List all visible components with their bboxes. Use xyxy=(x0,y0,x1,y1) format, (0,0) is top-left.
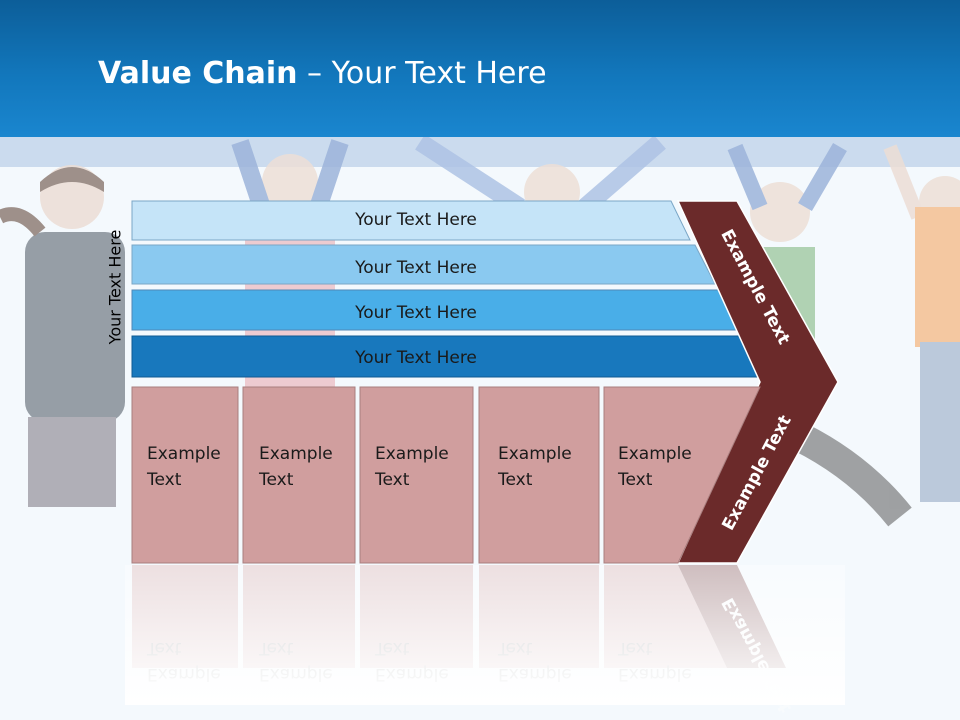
primary-block-line2: Text xyxy=(258,470,294,490)
support-bar-label: Your Text Here xyxy=(354,303,477,323)
support-bar-label: Your Text Here xyxy=(354,258,477,278)
support-activities: Your Text Here Your Text Here Your Text … xyxy=(131,200,764,378)
slide-title-rest: – Your Text Here xyxy=(297,56,547,91)
slide-title-bold: Value Chain xyxy=(98,56,298,91)
primary-block: Example Text xyxy=(242,386,356,564)
support-bar: Your Text Here xyxy=(131,244,716,285)
primary-block: Example Text xyxy=(478,386,600,564)
header-banner: Value Chain – Your Text Here xyxy=(0,0,960,137)
primary-block-line1: Example xyxy=(259,444,333,464)
support-bar-label: Your Text Here xyxy=(354,348,477,368)
primary-block-line2: Text xyxy=(617,470,653,490)
support-bar-label: Your Text Here xyxy=(354,210,477,230)
primary-block-line2: Text xyxy=(374,470,410,490)
primary-activities: Example Text Example Text Example Text E… xyxy=(131,386,761,564)
support-bar: Your Text Here xyxy=(131,200,691,241)
primary-block: Example Text xyxy=(359,386,474,564)
support-bar: Your Text Here xyxy=(131,335,764,378)
slide-title: Value Chain – Your Text Here xyxy=(98,54,547,94)
primary-block: Example Text xyxy=(131,386,239,564)
primary-block-line1: Example xyxy=(147,444,221,464)
reflection-fade xyxy=(125,565,845,705)
support-bar: Your Text Here xyxy=(131,289,740,331)
primary-block: Example Text xyxy=(603,386,761,564)
primary-block-line2: Text xyxy=(497,470,533,490)
primary-block-line1: Example xyxy=(498,444,572,464)
primary-block-line1: Example xyxy=(618,444,692,464)
primary-block-line1: Example xyxy=(375,444,449,464)
header-stripe xyxy=(0,137,960,167)
margin-chevron: Example Text Example Text xyxy=(676,200,839,564)
primary-block-line2: Text xyxy=(146,470,182,490)
